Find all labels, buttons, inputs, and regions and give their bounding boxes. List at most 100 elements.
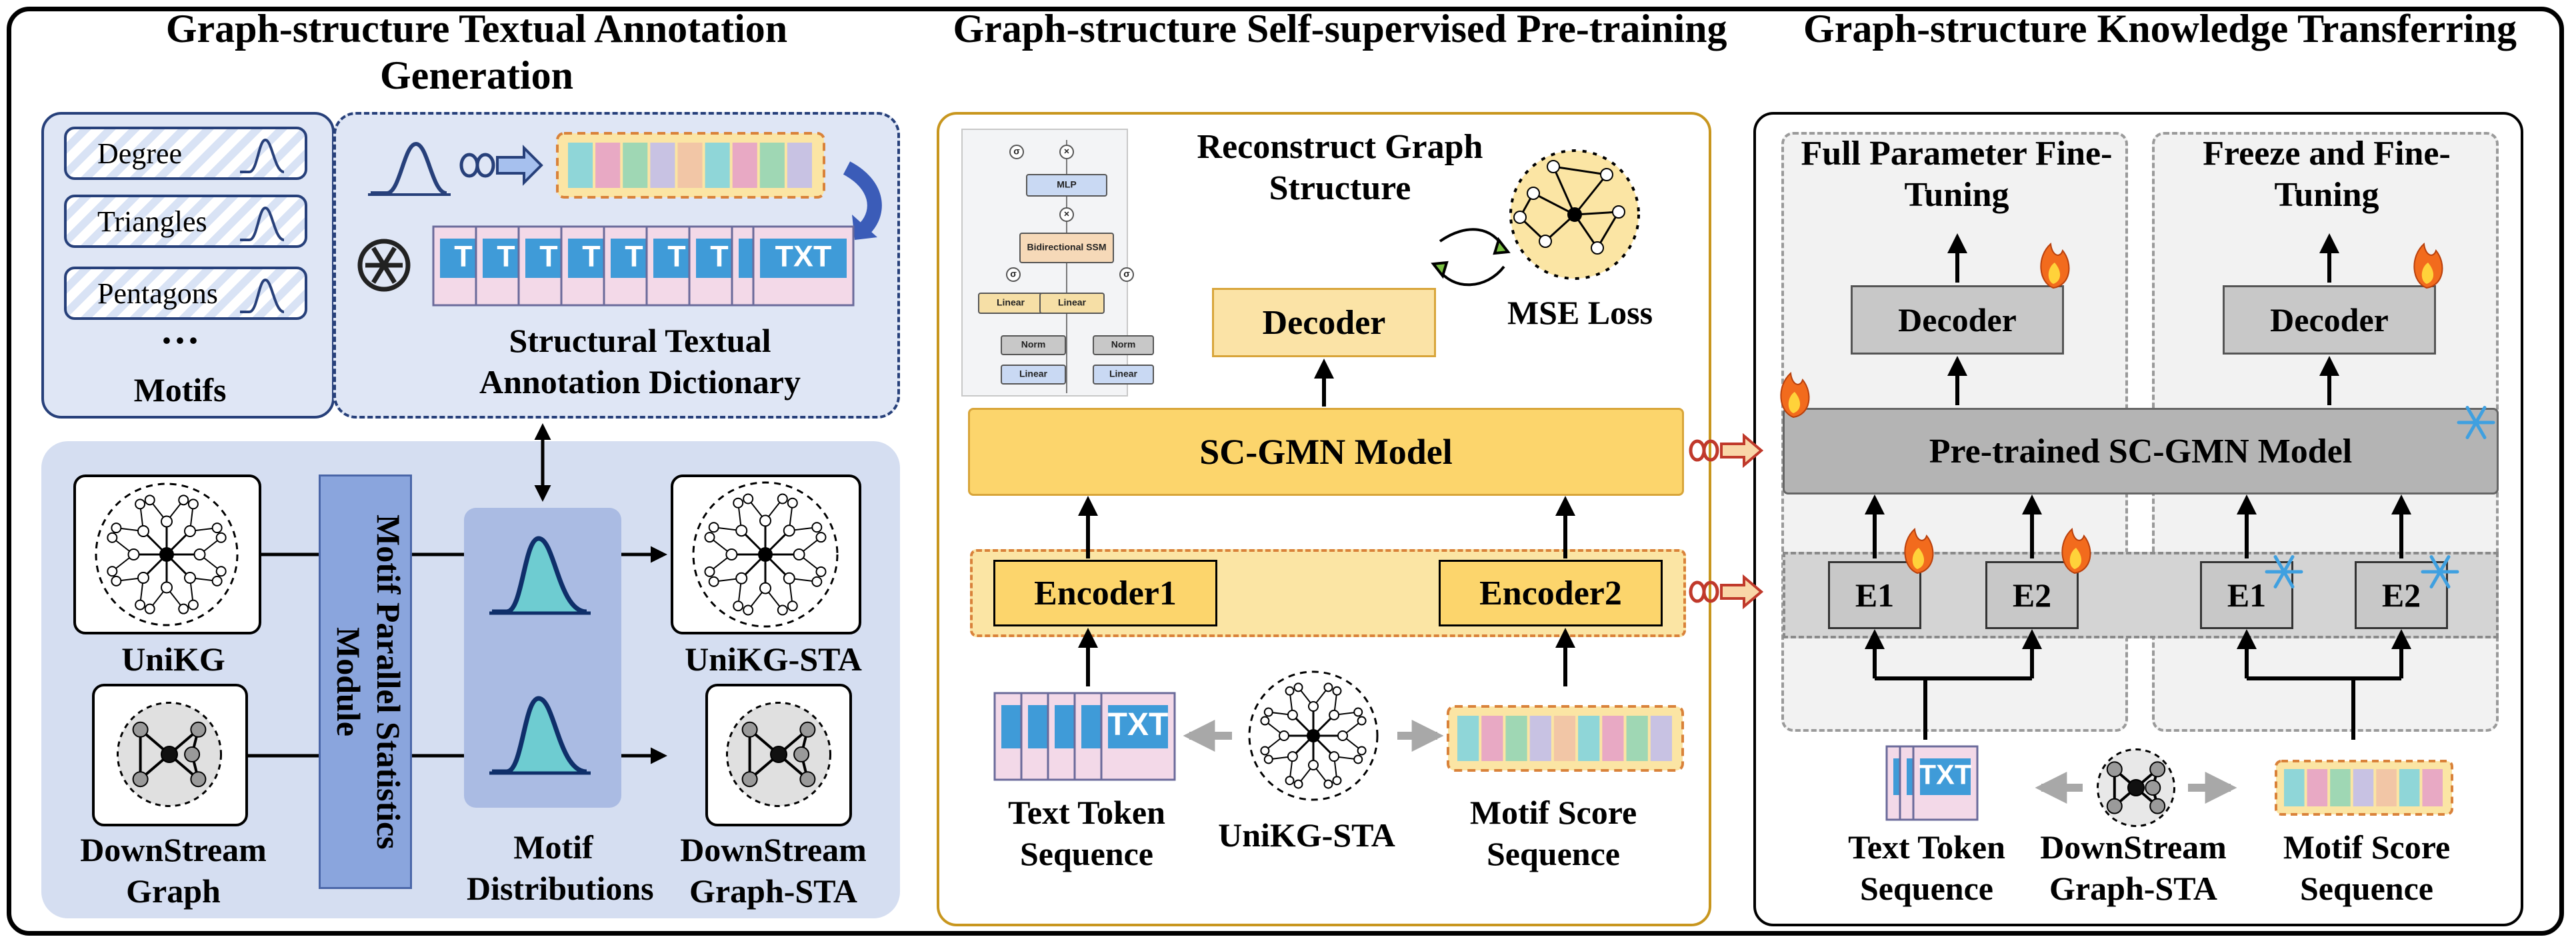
graph-node	[1287, 709, 1298, 720]
graph-node	[1547, 160, 1560, 173]
motif-item-triangles: Triangles	[64, 195, 307, 248]
right-text-token-label: Text Token Sequence	[1848, 828, 2005, 907]
pretrained-model-box: Pre-trained SC-GMN Model	[1783, 408, 2499, 494]
reconstruct-label: Reconstruct Graph Structure	[1197, 128, 1483, 207]
graph-node	[1308, 701, 1319, 712]
right-motif-score-label: Motif Score Sequence	[2283, 828, 2451, 907]
graph-node	[1332, 776, 1342, 786]
text-card-band	[760, 239, 847, 278]
inset-block	[1001, 365, 1066, 385]
motif-ellipsis: ···	[159, 319, 201, 363]
score-cell	[623, 143, 648, 188]
graph-node	[735, 572, 748, 584]
graph-node	[743, 493, 754, 504]
inset-label: Norm	[1111, 339, 1136, 350]
distribution-icon	[240, 138, 285, 313]
text-card-label: T	[625, 239, 643, 273]
graph-node	[1612, 205, 1625, 219]
graph-node	[1567, 207, 1582, 222]
graph-node	[1353, 707, 1363, 717]
mse-loss-label: MSE Loss	[1507, 294, 1653, 331]
graph-node	[704, 532, 715, 543]
graph-node	[741, 721, 758, 738]
text-card-label: T	[454, 239, 472, 273]
graph-node	[1600, 168, 1613, 181]
motif-label: Triangles	[97, 205, 207, 238]
motif-item-degree: Degree	[64, 127, 307, 180]
transfer-arrow-icon	[1689, 433, 1764, 610]
graph-node	[127, 548, 140, 560]
graph-node	[1293, 682, 1303, 692]
graph-node	[178, 494, 189, 506]
inset-label: Norm	[1021, 339, 1046, 350]
graph-node	[2149, 761, 2166, 778]
graph-node	[184, 746, 201, 762]
snowflake-icons	[2265, 405, 2495, 589]
inset-op	[1119, 267, 1134, 282]
graph-node	[137, 524, 149, 537]
downstream-sta-label: DownStream Graph-STA	[680, 831, 867, 910]
graph-node	[799, 721, 816, 738]
graph-node	[733, 600, 744, 612]
graph-edge	[1574, 211, 1619, 216]
text-card-label: T	[710, 239, 728, 273]
graph-node	[132, 721, 149, 738]
graph-drawings	[95, 481, 839, 807]
graph-node	[144, 494, 155, 506]
graph-node	[187, 498, 199, 510]
graph-node	[1293, 779, 1303, 789]
full-ft-e2-box: E2	[1985, 561, 2079, 629]
score-cell	[1457, 716, 1479, 761]
inset-block	[1093, 365, 1154, 385]
graph-node	[1329, 709, 1340, 720]
inset-label: Linear	[1019, 369, 1048, 379]
graph-node	[1357, 716, 1367, 726]
unikg-sta-middle-label: UniKG-STA	[1218, 816, 1395, 854]
score-cell	[595, 143, 621, 188]
graph-node	[811, 576, 823, 587]
motif-item-pentagons: Pentagons	[64, 267, 307, 320]
graph-node	[783, 572, 795, 584]
inset-label: MLP	[1057, 179, 1077, 190]
graph-node	[1287, 751, 1298, 762]
graph-node	[1353, 754, 1363, 764]
graph-node	[2127, 779, 2145, 796]
graph-node	[184, 572, 197, 584]
graph-node	[1285, 776, 1295, 786]
graph-hub-node	[1307, 729, 1320, 742]
inset-label: Linear	[1058, 297, 1087, 308]
graph-node	[815, 532, 827, 543]
graph-node	[184, 524, 197, 537]
encoder1-box: Encoder1	[993, 560, 1217, 626]
score-cell	[650, 143, 675, 188]
right-arrows	[1865, 233, 2411, 740]
dictionary-distribution-icon	[368, 141, 451, 196]
full-ft-decoder-box: Decoder	[1851, 285, 2064, 355]
graph-node	[187, 599, 199, 610]
graph-node	[733, 497, 744, 508]
score-cell	[1602, 716, 1624, 761]
graph-node	[2106, 761, 2123, 778]
graph-node	[735, 524, 748, 537]
flame-icons	[1780, 242, 2443, 574]
score-cell	[732, 143, 757, 188]
freeze-ft-decoder-box: Decoder	[2223, 285, 2436, 355]
graph-node	[1539, 235, 1552, 248]
graph-node	[793, 548, 805, 560]
transferring-panel	[1753, 112, 2523, 926]
graph-node	[1260, 746, 1270, 756]
graph-node	[107, 566, 118, 577]
score-cell	[2422, 769, 2443, 806]
graph-node	[1260, 716, 1270, 726]
graph-node	[708, 522, 719, 533]
graph-node	[770, 746, 787, 763]
graph-node	[815, 566, 827, 577]
graph-node	[190, 771, 207, 788]
graph-edge	[1552, 166, 1576, 215]
text-card-label: TXT	[775, 239, 832, 273]
header-self-supervised-pretraining: Graph-structure Self-supervised Pre-trai…	[953, 7, 1727, 51]
score-cell	[2376, 769, 2397, 806]
graph-node	[2149, 798, 2166, 814]
score-cell	[1626, 716, 1648, 761]
graph-node	[1323, 682, 1333, 692]
